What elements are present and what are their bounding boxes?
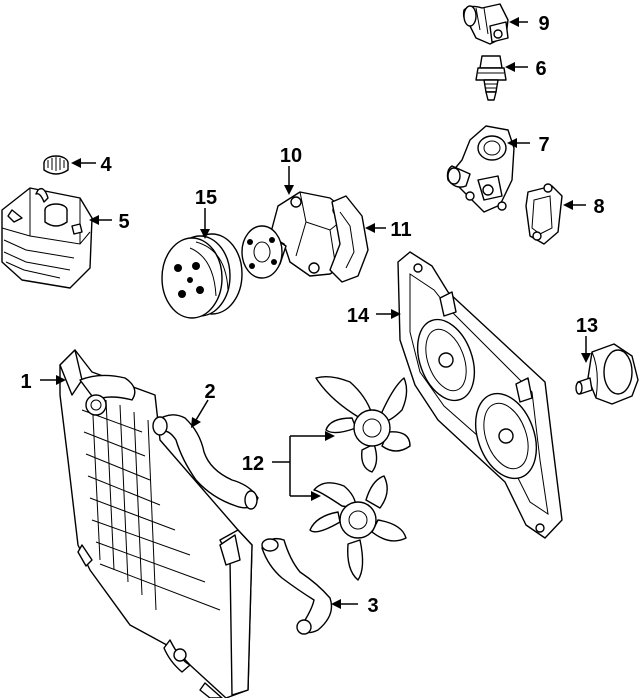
fan-blades	[309, 375, 411, 581]
callout-3: 3	[367, 595, 378, 617]
coolant-reservoir	[1, 187, 93, 289]
callout-1: 1	[20, 371, 31, 393]
lower-hose	[261, 537, 333, 635]
callout-lines	[40, 17, 591, 609]
callout-10: 10	[280, 145, 302, 167]
radiator	[59, 349, 253, 698]
callout-5: 5	[118, 211, 129, 233]
outlet-fitting	[462, 3, 509, 45]
fan-shroud	[397, 251, 563, 539]
callout-8: 8	[593, 196, 604, 218]
temperature-sensor	[475, 55, 507, 101]
callout-6: 6	[535, 58, 546, 80]
upper-hose	[152, 414, 259, 510]
pump-pulley	[161, 233, 243, 319]
callout-13: 13	[576, 315, 598, 337]
callout-7: 7	[538, 134, 549, 156]
thermostat-housing	[446, 125, 515, 213]
housing-gasket	[525, 183, 563, 245]
fan-motor	[575, 343, 639, 405]
callout-14: 14	[347, 305, 370, 327]
callout-4: 4	[100, 154, 112, 176]
callout-15: 15	[195, 187, 217, 209]
reservoir-cap	[43, 155, 69, 175]
callout-11: 11	[390, 219, 411, 241]
callout-9: 9	[538, 13, 549, 35]
upper-fan	[315, 375, 411, 473]
callout-numbers: 1 2 3 4 5 6 7 8 9 10 11 12 13 14 15	[20, 13, 604, 617]
callout-2: 2	[204, 381, 215, 403]
lower-fan	[309, 475, 407, 581]
callout-12: 12	[242, 453, 264, 475]
pump-gasket	[329, 195, 369, 283]
